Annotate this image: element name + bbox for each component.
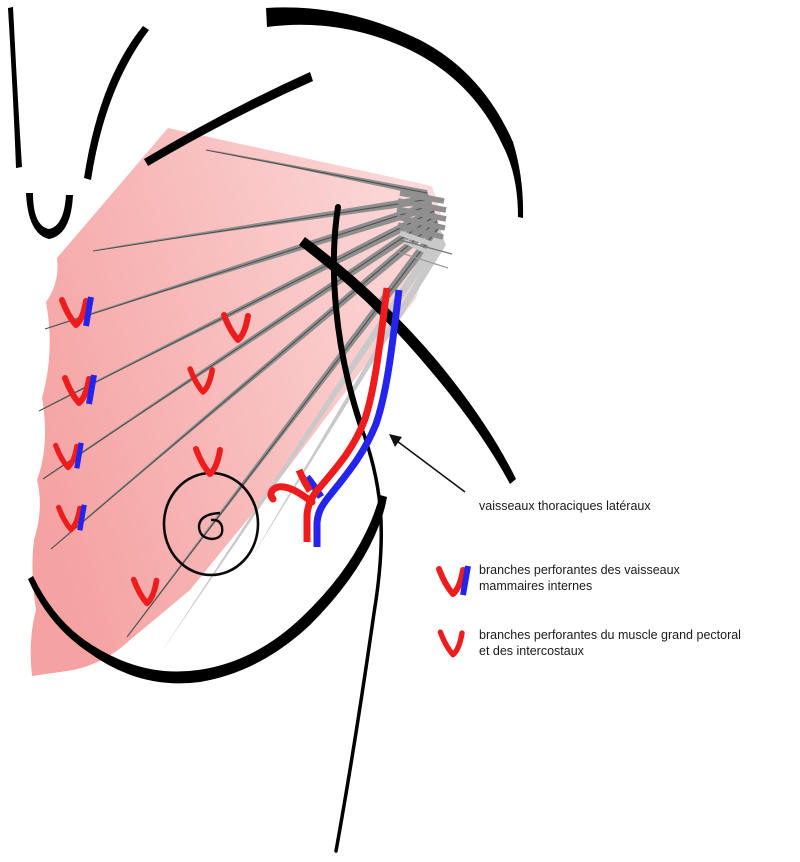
muscle-fiber (43, 212, 437, 478)
fiber-tendon-bundle-light (399, 230, 441, 259)
body-outlines (8, 7, 524, 684)
muscle-fibers (39, 149, 441, 636)
legend-icon-pectoral (440, 632, 462, 655)
legend-entry-internal-mammary: branches perforantes des vaisseaux mamma… (479, 562, 680, 594)
label-lateral-thoracic-vessels: vaisseaux thoraciques latéraux (479, 499, 651, 513)
red-check-icon (439, 569, 463, 594)
body-side-line-lower (334, 424, 384, 853)
legend-icon-internal-mammary (439, 566, 468, 595)
fiber-thin-line (399, 239, 453, 255)
legend-text-line: mammaires internes (479, 579, 593, 593)
jugular-notch-arc (26, 193, 73, 239)
lateral-thoracic-artery (267, 287, 391, 542)
sternum-midline (8, 7, 22, 168)
legend-text-line: branches perforantes des vaisseaux (479, 563, 680, 577)
muscle-fiber (127, 222, 441, 636)
label-arrow (389, 434, 466, 493)
nipple (197, 511, 224, 541)
fiber-tendon-bundle (396, 190, 447, 240)
lateral-thoracic-vein (304, 289, 403, 547)
fiber-thin-line (397, 251, 449, 269)
muscle-fiber (93, 195, 432, 250)
arrowhead-icon (389, 434, 402, 447)
red-check-icon (440, 632, 462, 655)
clavicle-line (144, 72, 313, 166)
neck-line (84, 26, 149, 180)
body-side-line-upper (330, 204, 364, 429)
axillary-fold-line (299, 237, 516, 484)
legend-text-line: et des intercostaux (479, 644, 584, 658)
legend-entry-pectoral: branches perforantes du muscle grand pec… (479, 627, 741, 659)
legend-text-line: branches perforantes du muscle grand pec… (479, 628, 741, 642)
muscle-fiber (51, 217, 439, 548)
muscle-fiber-light (160, 228, 444, 654)
